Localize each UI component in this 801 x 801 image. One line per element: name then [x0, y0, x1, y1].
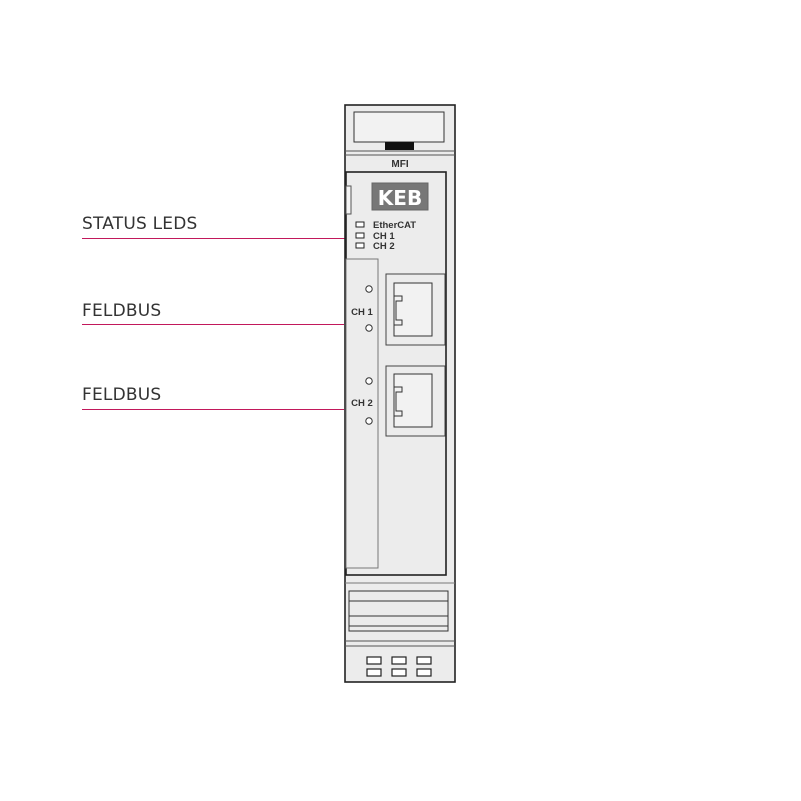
callout-feldbus-2: FELDBUS	[82, 385, 162, 405]
led-ch1	[355, 232, 365, 239]
keb-logo: KEB	[378, 186, 422, 210]
led-ethercat	[355, 221, 365, 228]
ch1-led-bottom	[365, 324, 373, 332]
rj45-port-ch2	[385, 365, 446, 437]
top-label-window	[353, 111, 445, 143]
port-label-ch2: CH 2	[351, 398, 373, 409]
bottom-connector	[348, 590, 449, 632]
inner-strip	[345, 258, 379, 569]
ch1-led-top	[365, 285, 373, 293]
ch2-led-bottom	[365, 417, 373, 425]
leader-line-feldbus-2	[82, 409, 344, 410]
vent-slots	[366, 656, 432, 677]
rj45-port-ch1	[385, 273, 446, 346]
keb-logo-box	[371, 182, 429, 211]
led-label-ch1: CH 1	[373, 231, 395, 242]
panel-notch	[345, 185, 352, 215]
port-label-ch1: CH 1	[351, 307, 373, 318]
led-label-ch2: CH 2	[373, 241, 395, 252]
module-name: MFI	[391, 159, 408, 170]
leader-line-status-leds	[82, 238, 346, 239]
callout-feldbus-1: FELDBUS	[82, 301, 162, 321]
ch2-led-top	[365, 377, 373, 385]
led-label-ethercat: EtherCAT	[373, 220, 416, 231]
leader-line-feldbus-1	[82, 324, 344, 325]
top-latch	[385, 142, 414, 150]
callout-status-leds: STATUS LEDS	[82, 214, 198, 234]
led-ch2	[355, 242, 365, 249]
